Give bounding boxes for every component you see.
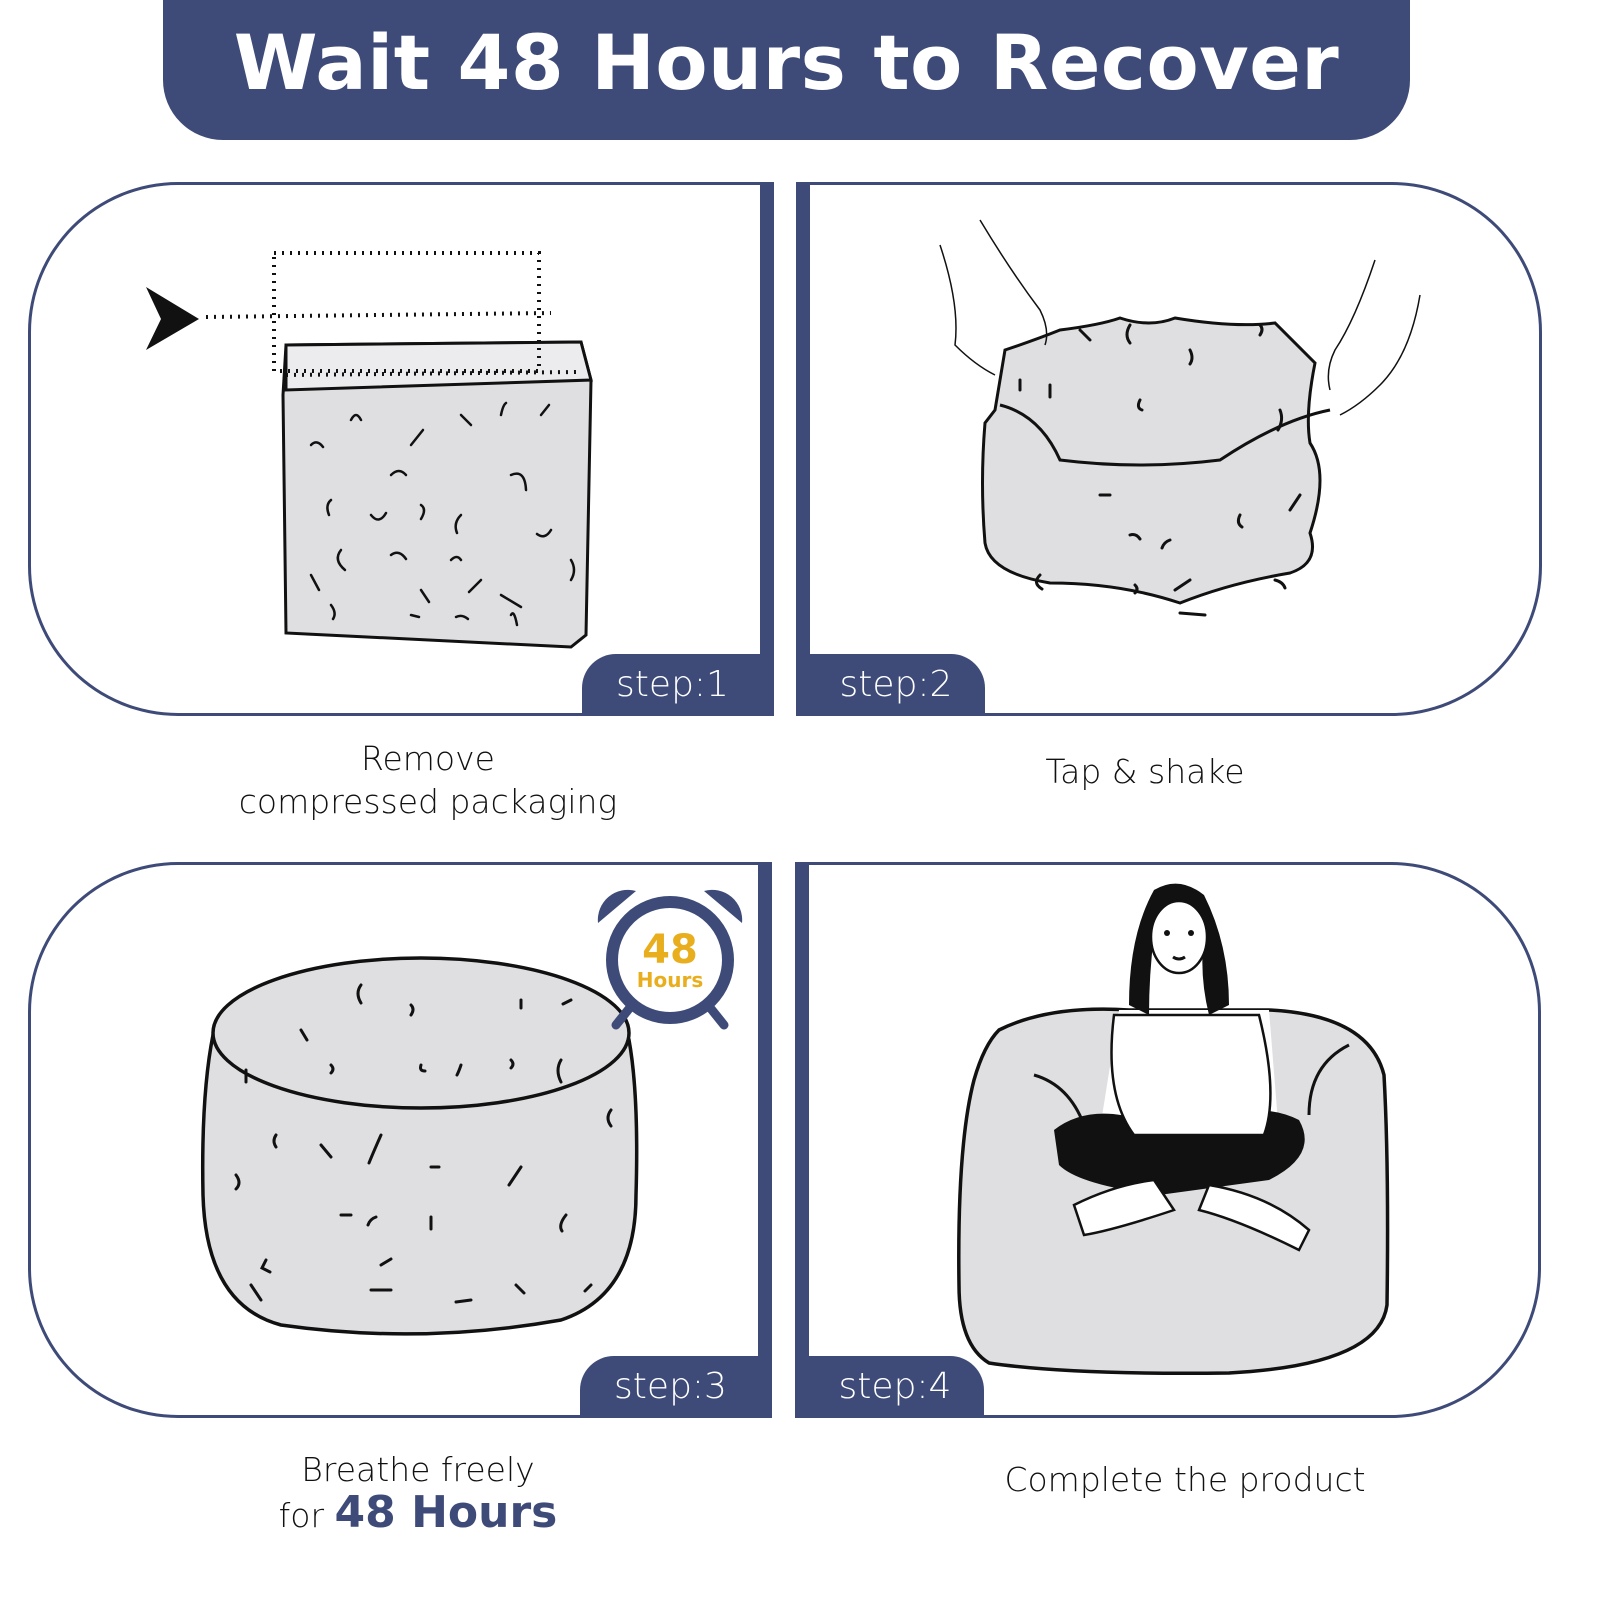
step-4-caption: Complete the product bbox=[1004, 1460, 1366, 1499]
expanded-foam-pouf-icon bbox=[200, 956, 639, 1336]
step-3-caption: Breathe freely for 48 Hours bbox=[278, 1450, 558, 1538]
duration-emphasis: 48 Hours bbox=[334, 1487, 558, 1538]
step-1-panel: step:1 bbox=[28, 182, 774, 716]
alarm-unit: Hours bbox=[637, 968, 703, 992]
step-3-tab: step:3 bbox=[580, 1356, 761, 1418]
step-2-tab: step:2 bbox=[807, 654, 985, 716]
step-2-caption: Tap & shake bbox=[1045, 752, 1245, 791]
page-title: Wait 48 Hours to Recover bbox=[233, 18, 1340, 107]
step-2-panel: step:2 bbox=[796, 182, 1542, 716]
step-1-tab: step:1 bbox=[582, 654, 763, 716]
hands-shaking-foam-cover-icon bbox=[939, 219, 1421, 617]
step-4-tab: step:4 bbox=[806, 1356, 984, 1418]
title-banner: Wait 48 Hours to Recover bbox=[163, 0, 1410, 140]
alarm-clock-icon: 48 Hours bbox=[597, 889, 743, 1030]
step-4-panel: step:4 bbox=[795, 862, 1541, 1418]
alarm-clock-badge: 48 Hours bbox=[590, 885, 750, 1040]
step-1-caption: Remove compressed packaging bbox=[238, 739, 618, 821]
alarm-number: 48 bbox=[642, 927, 698, 973]
compressed-foam-bag-with-cut-line-icon bbox=[146, 251, 593, 649]
woman-sitting-on-bean-bag-icon bbox=[957, 883, 1390, 1376]
step-3-panel: step:3 bbox=[28, 862, 772, 1418]
